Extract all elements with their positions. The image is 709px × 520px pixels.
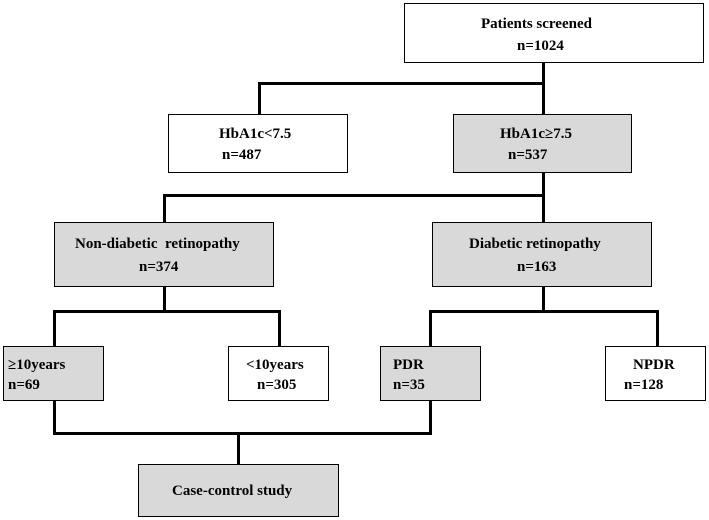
- node-count: n=69: [8, 377, 40, 393]
- node-title: Diabetic retinopathy: [469, 236, 601, 252]
- connector-level3-right-horizontal: [429, 310, 659, 313]
- connector-merge-horizontal: [53, 432, 432, 435]
- connector-hba1c-high-down: [542, 172, 545, 196]
- connector-pdr-down: [429, 400, 432, 435]
- node-count: n=35: [393, 377, 425, 393]
- node-pdr: PDR n=35: [380, 346, 481, 401]
- node-count: n=163: [517, 259, 557, 275]
- connector-level1-horizontal: [258, 82, 545, 85]
- node-count: n=305: [257, 377, 297, 393]
- connector-screened-down: [542, 62, 545, 84]
- connector-to-hba1c-low: [258, 82, 261, 114]
- node-ge-10-years: ≥10years n=69: [3, 346, 104, 401]
- connector-to-non-diabetic: [163, 194, 166, 222]
- node-lt-10-years: <10years n=305: [228, 346, 329, 401]
- connector-to-diabetic: [542, 194, 545, 222]
- connector-to-ge10: [53, 310, 56, 346]
- connector-to-npdr: [656, 310, 659, 346]
- connector-non-diabetic-down: [163, 286, 166, 312]
- node-npdr: NPDR n=128: [605, 346, 706, 401]
- connector-to-case-control: [237, 432, 240, 464]
- node-count: n=1024: [517, 38, 564, 54]
- node-title: Patients screened: [481, 16, 592, 32]
- node-non-diabetic-retinopathy: Non-diabetic retinopathy n=374: [54, 222, 274, 287]
- connector-to-pdr: [429, 310, 432, 346]
- connector-to-lt10: [278, 310, 281, 346]
- node-hba1c-low: HbA1c<7.5 n=487: [168, 114, 348, 173]
- node-count: n=487: [222, 147, 262, 163]
- connector-to-hba1c-high: [542, 82, 545, 114]
- connector-diabetic-down: [542, 286, 545, 312]
- node-title: HbA1c≥7.5: [500, 126, 572, 142]
- node-patients-screened: Patients screened n=1024: [404, 3, 704, 63]
- connector-level2-horizontal: [163, 194, 545, 197]
- node-title: <10years: [246, 357, 304, 373]
- node-count: n=128: [624, 377, 664, 393]
- connector-ge10-down: [53, 400, 56, 435]
- node-hba1c-high: HbA1c≥7.5 n=537: [453, 114, 632, 173]
- node-count: n=537: [508, 147, 548, 163]
- node-title: Case-control study: [172, 483, 293, 499]
- node-title: NPDR: [633, 357, 675, 373]
- connector-level3-left-horizontal: [53, 310, 281, 313]
- node-title: PDR: [393, 357, 424, 373]
- node-title: HbA1c<7.5: [219, 126, 292, 142]
- node-title: ≥10years: [8, 357, 66, 373]
- node-case-control-study: Case-control study: [138, 464, 339, 517]
- node-title: Non-diabetic retinopathy: [75, 236, 240, 252]
- node-diabetic-retinopathy: Diabetic retinopathy n=163: [432, 222, 652, 287]
- node-count: n=374: [139, 259, 179, 275]
